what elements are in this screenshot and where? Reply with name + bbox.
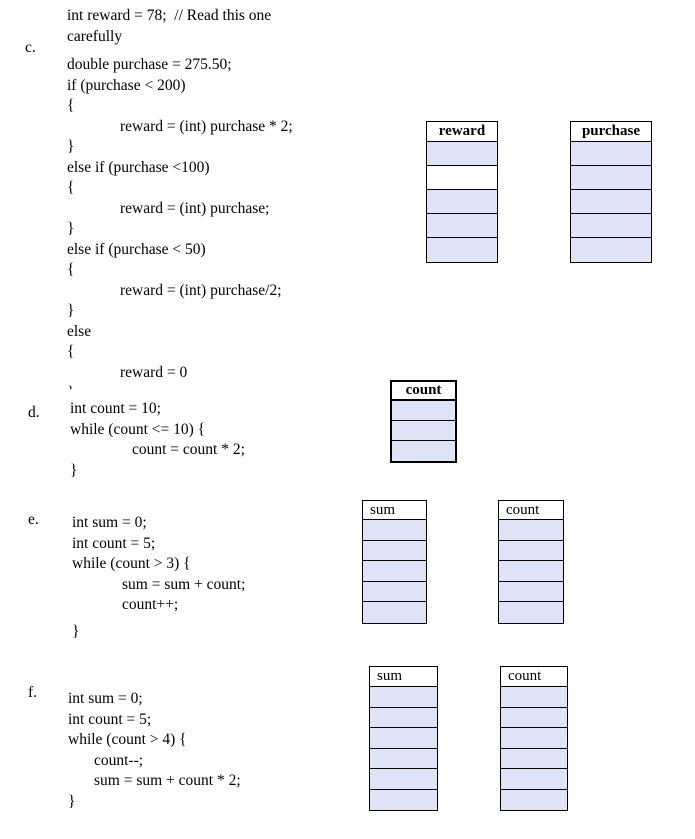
- code-block-d: int count = 10; while (count <= 10) { coun…: [70, 399, 245, 481]
- trace-table-cell: [427, 214, 497, 238]
- code-line: carefully: [67, 27, 123, 45]
- trace-table-cell: [427, 142, 497, 166]
- trace-table-cell: [370, 707, 437, 728]
- code-line: }: [67, 302, 75, 319]
- trace-table-cell: [499, 540, 563, 561]
- trace-table-count-d: count: [390, 380, 457, 463]
- code-line: while (count > 4) {: [68, 731, 187, 748]
- trace-table-sum-e: sum: [362, 500, 427, 624]
- trace-table-cell: [427, 238, 497, 262]
- code-line: sum = sum + count;: [122, 575, 246, 593]
- code-line: int sum = 0;: [68, 690, 143, 707]
- trace-table-cell: [427, 166, 497, 190]
- code-line: while (count <= 10) {: [70, 420, 206, 438]
- trace-table-cell: [363, 540, 426, 561]
- trace-table-cell: [363, 581, 426, 602]
- code-line: reward = 0: [120, 363, 188, 381]
- code-line: int sum = 0;: [72, 514, 147, 531]
- trace-table-cell: [363, 602, 426, 623]
- code-line: }: [67, 383, 293, 389]
- code-line: }: [72, 622, 80, 640]
- trace-table-cell: [392, 441, 455, 461]
- trace-table-header: sum: [370, 667, 437, 687]
- trace-table-header: count: [499, 501, 563, 520]
- section-label-f: f.: [28, 684, 38, 701]
- code-line: }: [70, 461, 78, 479]
- trace-table-cell: [370, 769, 437, 790]
- trace-table-header: count: [392, 382, 455, 401]
- trace-table-count-f: count: [500, 666, 568, 811]
- trace-table-cell: [501, 789, 567, 810]
- section-label-e: e.: [28, 511, 39, 528]
- section-label-c: c.: [25, 39, 36, 56]
- trace-table-cell: [501, 748, 567, 769]
- code-line: int count = 10;: [70, 400, 161, 417]
- trace-table-cell: [571, 238, 651, 262]
- code-line: }: [68, 792, 76, 810]
- trace-table-cell: [499, 602, 563, 623]
- code-line: {: [67, 343, 75, 360]
- code-line: reward = (int) purchase * 2;: [120, 117, 293, 135]
- trace-table-cell: [392, 421, 455, 441]
- trace-table-header: sum: [363, 501, 426, 520]
- code-line: else: [67, 322, 92, 340]
- trace-table-cell: [363, 520, 426, 541]
- trace-table-cell: [499, 520, 563, 541]
- trace-table-cell: [501, 769, 567, 790]
- trace-table-cell: [571, 190, 651, 214]
- code-line: }: [67, 138, 75, 155]
- trace-table-cell: [392, 401, 455, 421]
- code-line: int count = 5;: [68, 710, 152, 728]
- trace-table-cell: [363, 561, 426, 582]
- trace-table-cell: [499, 581, 563, 602]
- code-line: count = count * 2;: [132, 441, 245, 458]
- trace-table-reward: reward: [426, 121, 498, 263]
- trace-table-cell: [501, 707, 567, 728]
- trace-table-cell: [427, 190, 497, 214]
- trace-table-count-e: count: [498, 500, 564, 624]
- code-line: int reward = 78; // Read this one: [67, 7, 272, 24]
- trace-table-purchase: purchase: [570, 121, 652, 263]
- trace-table-header: count: [501, 667, 567, 687]
- code-line: if (purchase < 200): [67, 76, 186, 94]
- code-line: reward = (int) purchase/2;: [120, 281, 282, 299]
- trace-table-cell: [370, 748, 437, 769]
- code-line: while (count > 3) {: [72, 555, 191, 572]
- code-block-c: int reward = 78; // Read this one careful…: [67, 6, 293, 389]
- trace-table-cell: [501, 728, 567, 749]
- trace-table-cell: [571, 214, 651, 238]
- trace-table-sum-f: sum: [369, 666, 438, 811]
- code-line: else if (purchase < 50): [67, 240, 206, 258]
- trace-table-cell: [571, 142, 651, 166]
- code-line: {: [67, 97, 75, 114]
- trace-table-cell: [571, 166, 651, 190]
- code-line: count--;: [94, 751, 144, 769]
- trace-table-header: reward: [427, 122, 497, 142]
- code-line: }: [67, 220, 75, 237]
- code-line: reward = (int) purchase;: [120, 199, 270, 217]
- trace-table-cell: [501, 687, 567, 708]
- code-line: double purchase = 275.50;: [67, 56, 232, 73]
- code-line: else if (purchase <100): [67, 158, 210, 176]
- trace-table-cell: [499, 561, 563, 582]
- code-line: {: [67, 179, 75, 196]
- code-block-e: int sum = 0; int count = 5; while (count >…: [72, 513, 245, 642]
- code-line: {: [67, 261, 75, 278]
- trace-table-header: purchase: [571, 122, 651, 142]
- section-label-d: d.: [28, 404, 40, 421]
- trace-table-cell: [370, 728, 437, 749]
- code-line: int count = 5;: [72, 534, 156, 552]
- code-line: sum = sum + count * 2;: [94, 772, 241, 789]
- trace-table-cell: [370, 789, 437, 810]
- code-block-f: int sum = 0; int count = 5; while (count >…: [68, 689, 241, 812]
- code-line: count++;: [122, 596, 179, 613]
- trace-table-cell: [370, 687, 437, 708]
